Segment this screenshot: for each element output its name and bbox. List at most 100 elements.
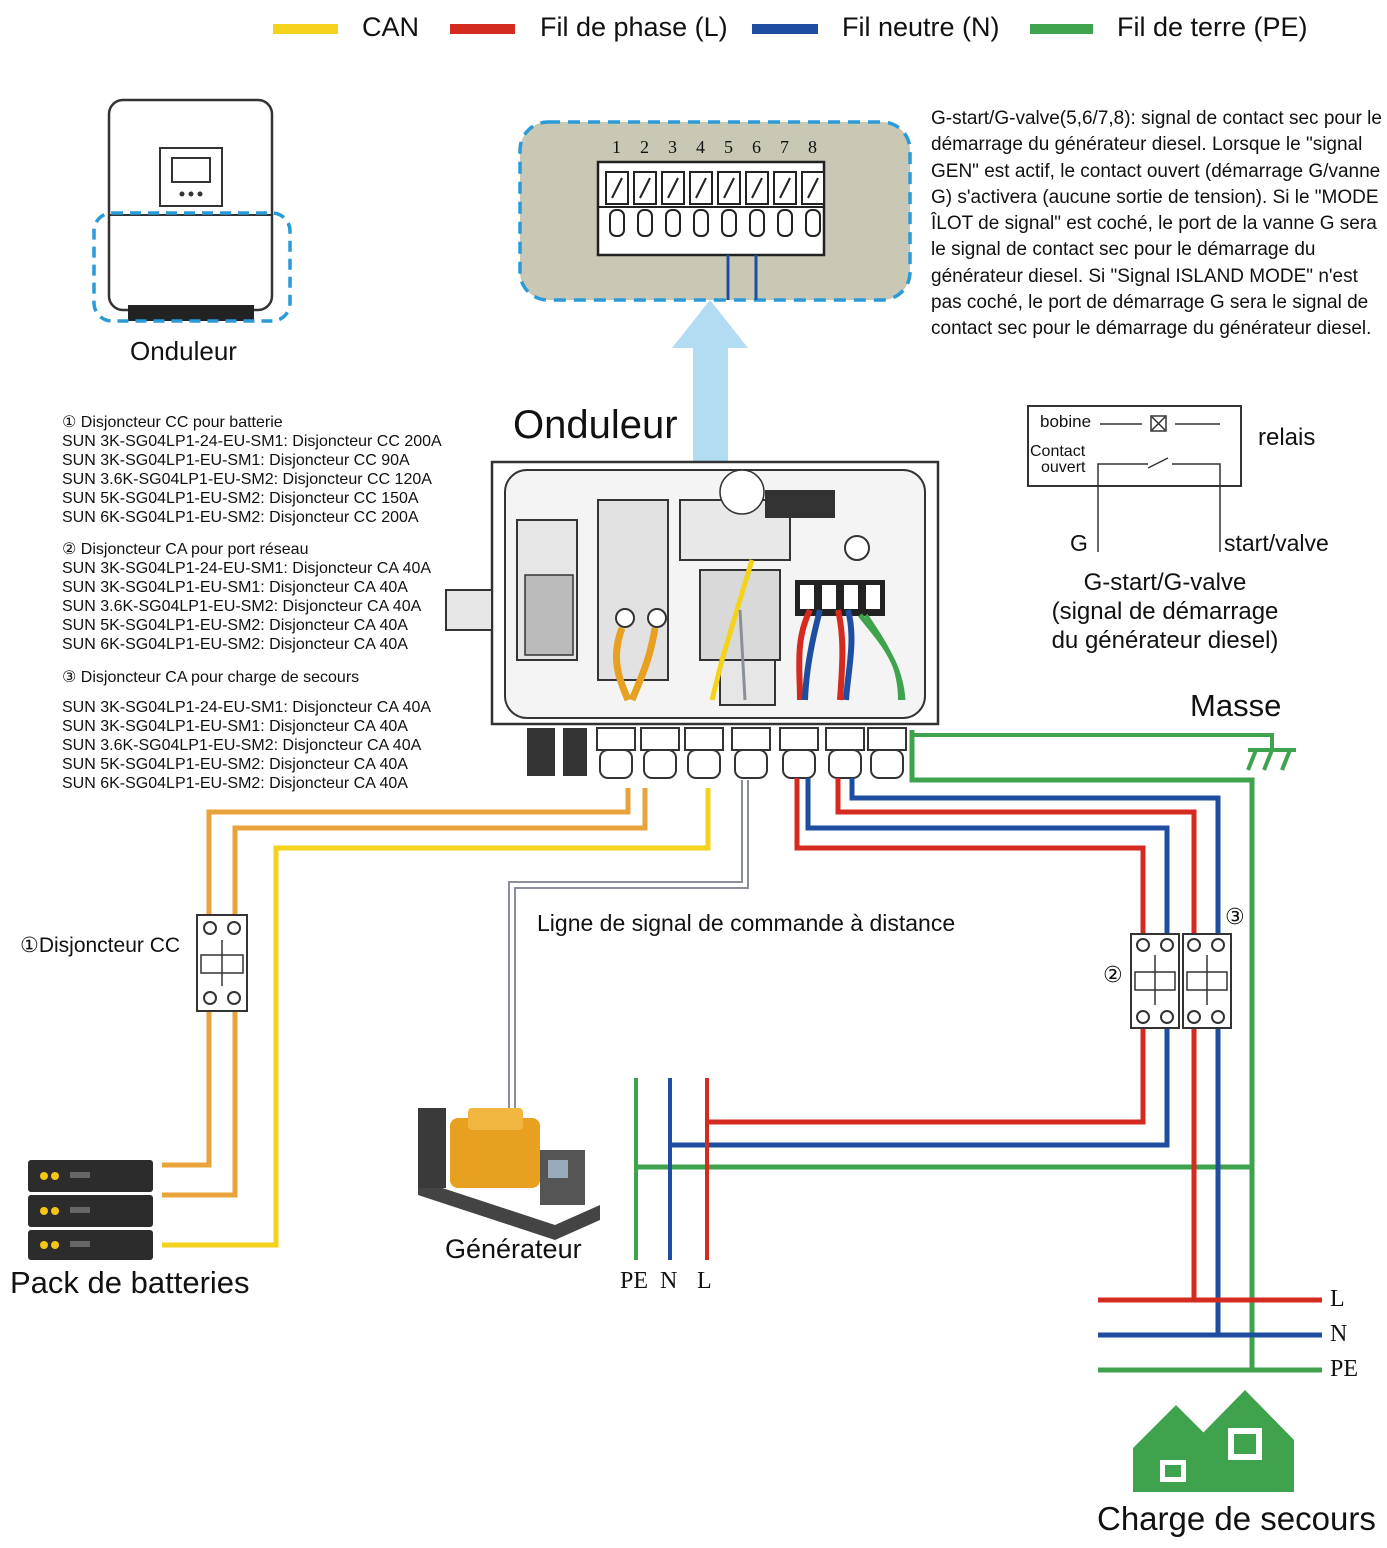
legend-label-phase: Fil de phase (L) — [540, 12, 728, 42]
generator-label: Générateur — [445, 1234, 582, 1264]
dc-breaker-label: ①Disjoncteur CC — [20, 934, 181, 957]
grid-l-label: L — [697, 1268, 712, 1294]
terminal-post — [721, 209, 737, 237]
cable-gland-nut — [643, 749, 677, 779]
battery-dc-wires — [162, 788, 711, 1248]
cable-gland — [596, 727, 636, 751]
grid-breaker-spec-title: ② Disjoncteur CA pour port réseau — [62, 541, 309, 558]
backup-breaker-symbol — [1182, 933, 1232, 1029]
inverter-main-label: Onduleur — [513, 403, 678, 447]
cable-gland — [779, 727, 819, 751]
inverter-small-label: Onduleur — [130, 336, 237, 366]
remote-signal-label: Ligne de signal de commande à distance — [537, 910, 956, 936]
grid-n-label: N — [660, 1268, 678, 1294]
spec-line: SUN 3K-SG04LP1-EU-SM1: Disjoncteur CA 40… — [62, 718, 408, 735]
terminal-post — [749, 209, 765, 237]
relay-coil-label: bobine — [1040, 412, 1092, 431]
ac-wires — [634, 730, 1322, 1373]
terminal-number: 8 — [808, 137, 817, 157]
terminal-number: 2 — [640, 137, 649, 157]
cable-gland-nut — [599, 749, 633, 779]
terminal-post — [665, 209, 681, 237]
terminal-screw-slot — [751, 177, 763, 199]
grid-breaker-symbol — [1130, 933, 1180, 1029]
relay-open-label: ouvert — [1041, 459, 1086, 476]
inverter-main-body — [445, 460, 940, 779]
load-pe-label: PE — [1330, 1356, 1359, 1382]
spec-line: SUN 6K-SG04LP1-EU-SM2: Disjoncteur CA 40… — [62, 775, 408, 792]
battery-pack-icon — [28, 1160, 153, 1260]
legend-label-can: CAN — [362, 12, 420, 42]
masse-label: Masse — [1190, 688, 1282, 723]
cable-gland — [640, 727, 680, 751]
dc-breaker-specs: ① Disjoncteur CC pour batterie SUN 3K-SG… — [62, 413, 442, 527]
terminal-post — [805, 209, 821, 237]
spec-line: SUN 5K-SG04LP1-EU-SM2: Disjoncteur CA 40… — [62, 617, 408, 634]
spec-line: SUN 3K-SG04LP1-24-EU-SM1: Disjoncteur CA… — [62, 560, 432, 577]
spec-line: SUN 3K-SG04LP1-24-EU-SM1: Disjoncteur CA… — [62, 699, 432, 716]
cable-gland-nut — [828, 749, 862, 779]
dc-breaker-symbol — [196, 914, 248, 1012]
cable-gland-nut — [687, 749, 721, 779]
spec-line: SUN 6K-SG04LP1-EU-SM2: Disjoncteur CA 40… — [62, 636, 408, 653]
grid-breaker-specs: ② Disjoncteur CA pour port réseau SUN 3K… — [62, 540, 431, 654]
cable-gland — [731, 727, 771, 751]
terminal-screw-slot — [611, 177, 623, 199]
cable-gland — [825, 727, 865, 751]
house-icon — [1133, 1390, 1294, 1492]
spec-line: SUN 3K-SG04LP1-24-EU-SM1: Disjoncteur CC… — [62, 433, 442, 450]
remote-signal-wire — [508, 780, 749, 1108]
cable-gland-nut — [734, 749, 768, 779]
terminal-screw-slot — [695, 177, 707, 199]
backup-breaker-specs: ③ Disjoncteur CA pour charge de secours … — [62, 668, 431, 793]
terminal-number: 4 — [696, 137, 705, 157]
zoom-arrow — [672, 300, 748, 532]
terminal-number: 3 — [668, 137, 677, 157]
dc-breaker-spec-title: ① Disjoncteur CC pour batterie — [62, 414, 283, 431]
spec-line: SUN 3K-SG04LP1-EU-SM1: Disjoncteur CC 90… — [62, 452, 410, 469]
generator-icon — [418, 1108, 600, 1240]
terminal-post — [637, 209, 653, 237]
load-n-label: N — [1330, 1321, 1348, 1347]
spec-line: SUN 5K-SG04LP1-EU-SM2: Disjoncteur CA 40… — [62, 756, 408, 773]
relay-caption-line1: G-start/G-valve — [1083, 569, 1247, 596]
terminal-post — [777, 209, 793, 237]
relay-contact-label: Contact — [1030, 443, 1086, 460]
backup-load-label: Charge de secours — [1097, 1500, 1376, 1537]
inverter-small-icon — [92, 98, 292, 323]
terminal-screw-slot — [779, 177, 791, 199]
terminal-screw-slot — [639, 177, 651, 199]
battery-pack-label: Pack de batteries — [10, 1265, 250, 1300]
terminal-number: 7 — [780, 137, 789, 157]
grid-pe-label: PE — [620, 1268, 649, 1294]
spec-line: SUN 3.6K-SG04LP1-EU-SM2: Disjoncteur CA … — [62, 737, 422, 754]
relay-label: relais — [1258, 424, 1316, 451]
terminal-screw-slot — [667, 177, 679, 199]
gstart-description: G-start/G-valve(5,6/7,8): signal de cont… — [931, 108, 1382, 340]
cable-gland-nut — [870, 749, 904, 779]
spec-line: SUN 6K-SG04LP1-EU-SM2: Disjoncteur CC 20… — [62, 509, 419, 526]
terminal-screw-slot — [807, 177, 819, 199]
spec-line: SUN 3.6K-SG04LP1-EU-SM2: Disjoncteur CC … — [62, 471, 432, 488]
relay-g-label: G — [1070, 530, 1088, 556]
spec-line: SUN 5K-SG04LP1-EU-SM2: Disjoncteur CC 15… — [62, 490, 419, 507]
legend-label-neutral: Fil neutre (N) — [842, 12, 1000, 42]
terminal-post — [609, 209, 625, 237]
relay-box — [1027, 405, 1242, 552]
cable-gland-nut — [782, 749, 816, 779]
grid-breaker-marker: ② — [1103, 962, 1123, 987]
terminal-post — [693, 209, 709, 237]
relay-caption-line3: du générateur diesel) — [1051, 627, 1279, 654]
spec-line: SUN 3.6K-SG04LP1-EU-SM2: Disjoncteur CA … — [62, 598, 422, 615]
terminal-screw-slot — [723, 177, 735, 199]
terminal-block-zoom — [518, 120, 912, 302]
legend-label-earth: Fil de terre (PE) — [1117, 12, 1308, 42]
backup-breaker-marker: ③ — [1225, 904, 1245, 929]
spec-line: SUN 3K-SG04LP1-EU-SM1: Disjoncteur CA 40… — [62, 579, 408, 596]
cable-gland — [867, 727, 907, 751]
backup-breaker-spec-title: ③ Disjoncteur CA pour charge de secours — [62, 669, 360, 686]
terminal-number: 1 — [612, 137, 621, 157]
relay-caption-line2: (signal de démarrage — [1051, 598, 1279, 625]
relay-start-valve-label: start/valve — [1224, 530, 1329, 556]
